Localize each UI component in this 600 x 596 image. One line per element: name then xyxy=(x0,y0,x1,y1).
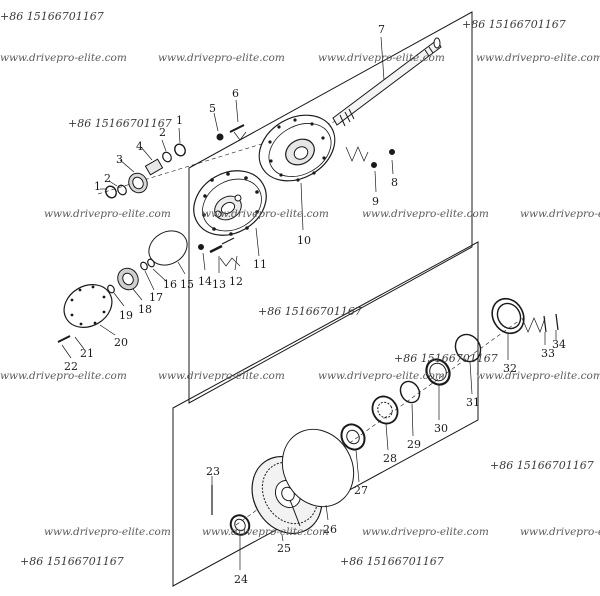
bearing-27 xyxy=(340,423,366,451)
part-number: 13 xyxy=(212,278,226,291)
watermark-website: www.drivepro-elite.com xyxy=(44,208,171,220)
watermark-website: www.drivepro-elite.com xyxy=(44,526,171,538)
part-number: 31 xyxy=(466,396,480,409)
watermark-phone: +86 15166701167 xyxy=(0,10,104,23)
washer-right xyxy=(162,151,172,163)
watermark-website: www.drivepro-elite.com xyxy=(318,52,445,64)
drive-shaft xyxy=(332,37,442,127)
ring-16 xyxy=(147,258,155,268)
bolt-and-pin-5-6 xyxy=(216,124,245,141)
ring-17 xyxy=(140,261,148,271)
bearing-ring-24 xyxy=(229,514,251,536)
bolt-34 xyxy=(555,313,559,331)
watermark-website: www.drivepro-elite.com xyxy=(202,526,329,538)
bearing-28 xyxy=(371,395,399,425)
spacer-ring-29 xyxy=(399,380,421,404)
washer-left xyxy=(117,184,127,196)
part-number: 10 xyxy=(297,234,311,247)
lower-frame-panel xyxy=(172,241,479,587)
gasket-ring xyxy=(148,230,188,266)
upper-frame-panel xyxy=(188,11,473,404)
part-number: 1 xyxy=(176,114,183,127)
watermark-phone: +86 15166701167 xyxy=(462,18,566,31)
part-number: 25 xyxy=(277,542,291,555)
part-number: 20 xyxy=(114,336,128,349)
watermark-phone: +86 15166701167 xyxy=(258,305,362,318)
watermark-website: www.drivepro-elite.com xyxy=(520,526,600,538)
part-number: 24 xyxy=(234,573,248,586)
watermark-website: www.drivepro-elite.com xyxy=(362,526,489,538)
seal-cap-32 xyxy=(491,297,525,335)
part-number: 4 xyxy=(136,140,143,153)
part-number: 1 xyxy=(94,180,101,193)
part-number: 28 xyxy=(383,452,397,465)
planet-gear xyxy=(117,267,139,291)
seal-30 xyxy=(425,358,451,386)
watermark-website: www.drivepro-elite.com xyxy=(476,52,600,64)
part-number: 15 xyxy=(180,278,194,291)
part-number: 17 xyxy=(149,291,163,304)
watermark-website: www.drivepro-elite.com xyxy=(158,370,285,382)
bolt-and-nut-8-9 xyxy=(371,149,395,168)
part-number: 26 xyxy=(323,523,337,536)
part-number: 12 xyxy=(229,275,243,288)
part-number-labels: 1 2 3 4 1 2 5 6 7 8 9 10 11 12 13 14 15 … xyxy=(64,23,566,586)
watermark-phone: +86 15166701167 xyxy=(20,555,124,568)
part-number: 30 xyxy=(434,422,448,435)
o-ring-31 xyxy=(454,333,482,363)
part-number: 27 xyxy=(354,484,368,497)
bolt-22 xyxy=(57,335,71,343)
part-number: 16 xyxy=(163,278,177,291)
watermark-phone: +86 15166701167 xyxy=(394,352,498,365)
part-number: 23 xyxy=(206,465,220,478)
part-number: 3 xyxy=(116,153,123,166)
watermark-website: www.drivepro-elite.com xyxy=(520,208,600,220)
watermark-website: www.drivepro-elite.com xyxy=(202,208,329,220)
part-number: 11 xyxy=(253,258,267,271)
part-number: 7 xyxy=(378,23,385,36)
part-number: 2 xyxy=(159,126,166,139)
part-number: 18 xyxy=(138,303,152,316)
part-number: 33 xyxy=(541,347,555,360)
ring-19 xyxy=(107,284,115,294)
end-plate xyxy=(63,284,113,328)
watermark-website: www.drivepro-elite.com xyxy=(362,208,489,220)
watermark-website: www.drivepro-elite.com xyxy=(0,370,127,382)
part-number: 6 xyxy=(232,87,239,100)
watermark-website: www.drivepro-elite.com xyxy=(476,370,600,382)
part-number: 14 xyxy=(198,275,212,288)
part-number: 22 xyxy=(64,360,78,373)
bolt-33 xyxy=(543,315,547,333)
watermark-phone: +86 15166701167 xyxy=(490,459,594,472)
part-number: 34 xyxy=(552,338,566,351)
part-number: 9 xyxy=(372,195,379,208)
watermark-website: www.drivepro-elite.com xyxy=(0,52,127,64)
flange-cover xyxy=(258,114,336,182)
part-number: 32 xyxy=(503,362,517,375)
watermark-website: www.drivepro-elite.com xyxy=(318,370,445,382)
watermark-phone: +86 15166701167 xyxy=(340,555,444,568)
part-number: 2 xyxy=(104,172,111,185)
part-number: 29 xyxy=(407,438,421,451)
watermark-phone: +86 15166701167 xyxy=(68,117,172,130)
watermark-website: www.drivepro-elite.com xyxy=(158,52,285,64)
pins-12-13-14 xyxy=(198,237,235,254)
part-number: 8 xyxy=(391,176,398,189)
retaining-ring-left xyxy=(105,185,117,199)
planet-carrier xyxy=(193,170,267,236)
part-number: 19 xyxy=(119,309,133,322)
cone-shell xyxy=(281,428,355,527)
leader-lines xyxy=(61,36,557,570)
retaining-ring-right xyxy=(174,143,186,157)
part-number: 5 xyxy=(209,102,216,115)
sun-gear xyxy=(128,158,164,194)
part-number: 21 xyxy=(80,347,94,360)
